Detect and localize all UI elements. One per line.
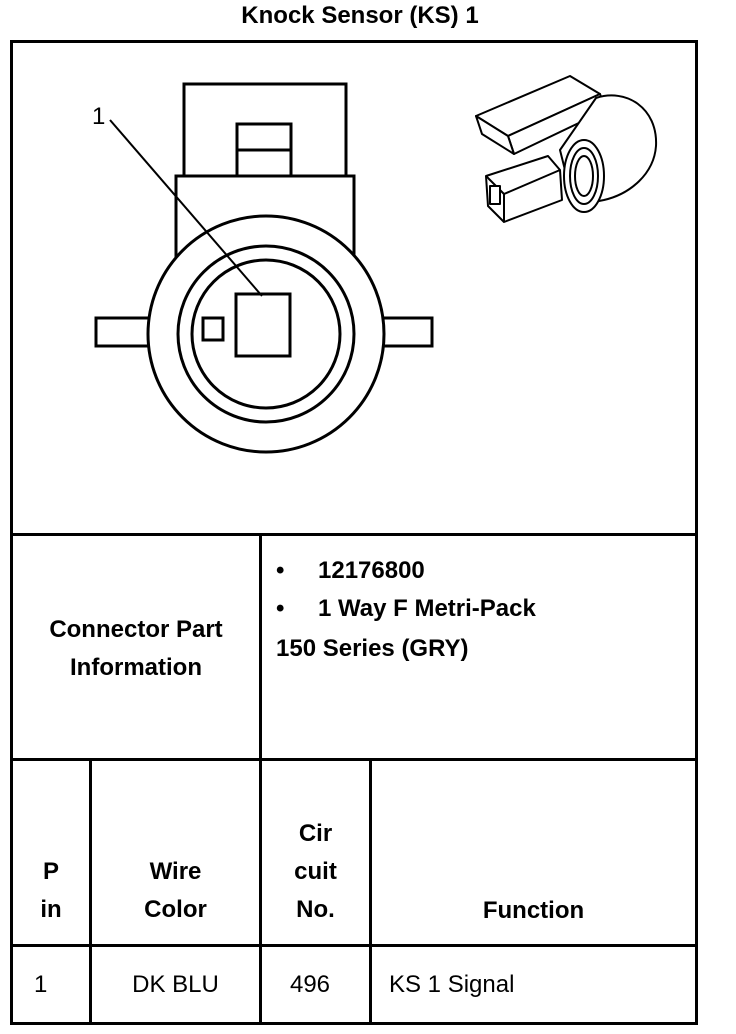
terminal-cavity	[234, 292, 292, 358]
divider-info	[10, 758, 698, 761]
bullet-icon: •	[276, 595, 285, 622]
connector-isometric-view	[475, 75, 658, 223]
header-pin: P in	[13, 853, 89, 929]
connector-description-line1: 1 Way F Metri-Pack	[318, 595, 536, 622]
description-item: • 1 Way F Metri-Pack	[276, 590, 696, 628]
header-circuit-line2: cuit	[294, 858, 337, 885]
connector-face-diagram: 1	[92, 75, 658, 454]
header-circuit: Cir cuit No.	[262, 815, 369, 929]
connector-table-frame	[10, 40, 698, 1025]
header-circuit-line1: Cir	[298, 820, 333, 847]
divider-header	[10, 944, 698, 947]
divider-info-col	[259, 533, 262, 761]
cell-function: KS 1 Signal	[389, 971, 515, 998]
part-number-item: • 12176800	[276, 552, 696, 590]
connector-description-line2: 150 Series (GRY)	[276, 635, 469, 662]
callout-number: 1	[92, 103, 105, 130]
header-wire-color-line1: Wire	[149, 858, 202, 885]
table-row: 1 DK BLU 496 KS 1 Signal	[0, 947, 736, 1025]
bullet-icon: •	[276, 557, 285, 584]
header-wire-color: Wire Color	[92, 853, 259, 929]
connector-info-label-line2: Information	[70, 654, 202, 681]
page-title: Knock Sensor (KS) 1	[241, 2, 479, 29]
divider-diagram	[10, 533, 698, 536]
header-function: Function	[482, 897, 585, 924]
header-wire-color-line2: Color	[144, 896, 207, 923]
header-pin-line1: P	[42, 858, 59, 885]
cell-circuit: 496	[289, 971, 331, 998]
cell-pin: 1	[34, 971, 48, 998]
part-number: 12176800	[318, 557, 425, 584]
connector-info-label-line1: Connector Part	[49, 616, 223, 643]
callout-leader	[109, 119, 263, 297]
divider-col-color	[259, 758, 262, 1025]
connector-info-label: Connector Part Information	[13, 611, 259, 687]
divider-col-circuit	[369, 758, 372, 1025]
key-notch	[201, 316, 225, 342]
divider-col-pin	[89, 758, 92, 1025]
cell-wire-color: DK BLU	[132, 971, 219, 998]
header-pin-line2: in	[40, 896, 62, 923]
header-circuit-line3: No.	[296, 896, 335, 923]
